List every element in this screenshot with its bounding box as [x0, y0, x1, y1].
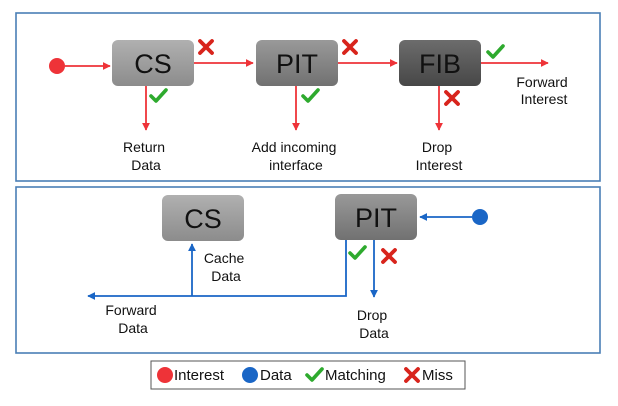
- data-cs-node-label: CS: [184, 204, 222, 234]
- drop-data-label: Drop Data: [357, 307, 391, 341]
- data-pit-node: [335, 194, 417, 240]
- legend-matching-label: Matching: [325, 367, 386, 384]
- fib-drop-label: Drop Interest: [416, 139, 463, 173]
- data-pit-node-label: PIT: [355, 203, 397, 233]
- cache-data-label: Cache Data: [204, 250, 248, 284]
- data-panel: CS PIT Cache Data Forward Data Drop Data: [15, 186, 601, 354]
- data-cs-node: [162, 195, 244, 241]
- fib-node-label: FIB: [419, 49, 461, 79]
- legend-data-icon: [242, 367, 258, 383]
- cs-node: [112, 40, 194, 86]
- pit-add-label: Add incoming interface: [252, 139, 341, 173]
- legend: Interest Data Matching Miss: [150, 360, 466, 390]
- legend-data-label: Data: [260, 367, 292, 384]
- cs-node-label: CS: [134, 49, 172, 79]
- interest-source-icon: [49, 58, 65, 74]
- data-source-icon: [472, 209, 488, 225]
- pit-node: [256, 40, 338, 86]
- fib-forward-label: Forward Interest: [516, 74, 571, 107]
- forward-data-label: Forward Data: [105, 302, 160, 336]
- legend-interest-label: Interest: [174, 367, 225, 384]
- pit-node-label: PIT: [276, 49, 318, 79]
- interest-panel-frame: [15, 12, 601, 182]
- data-forward-path: [87, 240, 347, 300]
- data-panel-frame: [15, 186, 601, 354]
- legend-interest-icon: [157, 367, 173, 383]
- legend-miss-label: Miss: [422, 367, 453, 384]
- cs-return-label: Return Data: [123, 139, 169, 173]
- interest-panel: CS PIT FIB Forward Interest Return Data …: [15, 12, 601, 182]
- fib-node: [399, 40, 481, 86]
